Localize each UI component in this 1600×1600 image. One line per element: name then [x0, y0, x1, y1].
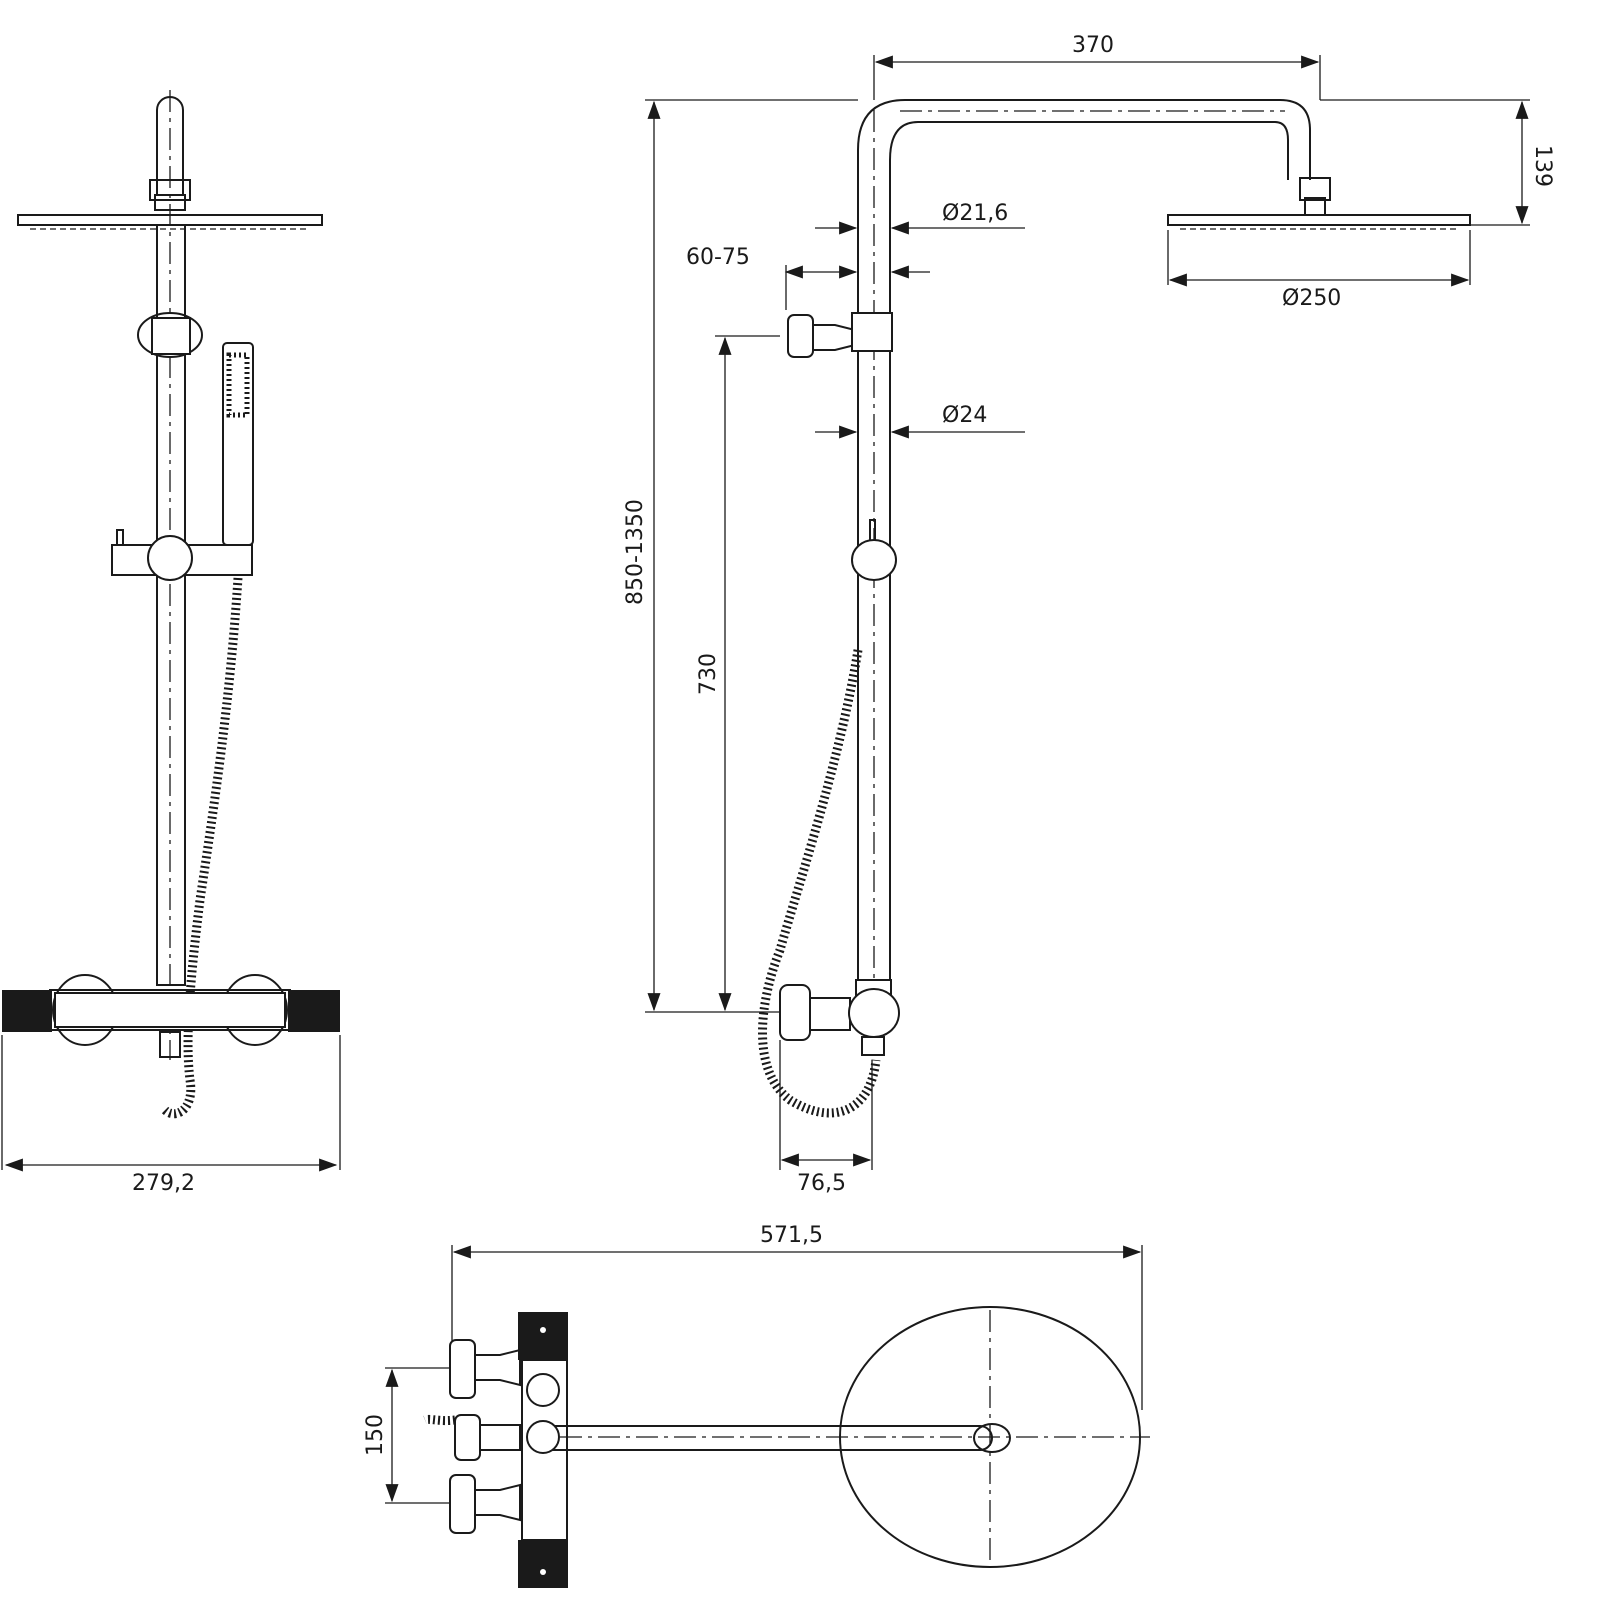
shower-head-side: [1167, 214, 1471, 226]
hand-shower-nozzles: [226, 352, 250, 418]
wall-bracket-top: [137, 312, 203, 358]
label-wall-offset: 60-75: [686, 245, 750, 270]
hose-top: [423, 1414, 456, 1426]
inlet-lower: [449, 1474, 476, 1534]
label-slider-height: 730: [696, 653, 721, 695]
side-view: 370 139 Ø21,6 60-75 Ø250 Ø24 850-1350 73…: [623, 33, 1555, 1196]
outlet-middle: [454, 1414, 481, 1461]
mixer-handle-right: [288, 990, 340, 1032]
top-view: 571,5 150: [363, 1223, 1150, 1588]
slider-side: [851, 539, 897, 581]
label-pipe-diameter-upper: Ø21,6: [942, 201, 1008, 226]
mixer-side: [779, 984, 811, 1041]
inlet-upper: [449, 1339, 476, 1399]
label-arm-length: 370: [1072, 33, 1114, 58]
label-inlet-spacing: 150: [363, 1414, 388, 1456]
handle-top-upper: [518, 1312, 568, 1360]
arm-outer: [857, 99, 1311, 990]
handle-top-lower: [518, 1540, 568, 1588]
label-mixer-depth: 76,5: [797, 1171, 846, 1196]
wall-bracket-side: [787, 314, 814, 358]
label-front-width: 279,2: [132, 1171, 195, 1196]
mixer-handle-left: [2, 990, 52, 1032]
hose-front: [161, 577, 243, 1119]
label-head-height: 139: [1530, 145, 1555, 187]
label-head-diameter: Ø250: [1282, 286, 1341, 311]
riser-pipe-front: [156, 224, 186, 986]
label-pipe-diameter-lower: Ø24: [942, 403, 987, 428]
label-top-length: 571,5: [760, 1223, 823, 1248]
label-total-height: 850-1350: [623, 499, 648, 605]
arm-top: [545, 1425, 993, 1451]
front-view: 279,2: [1, 90, 341, 1196]
